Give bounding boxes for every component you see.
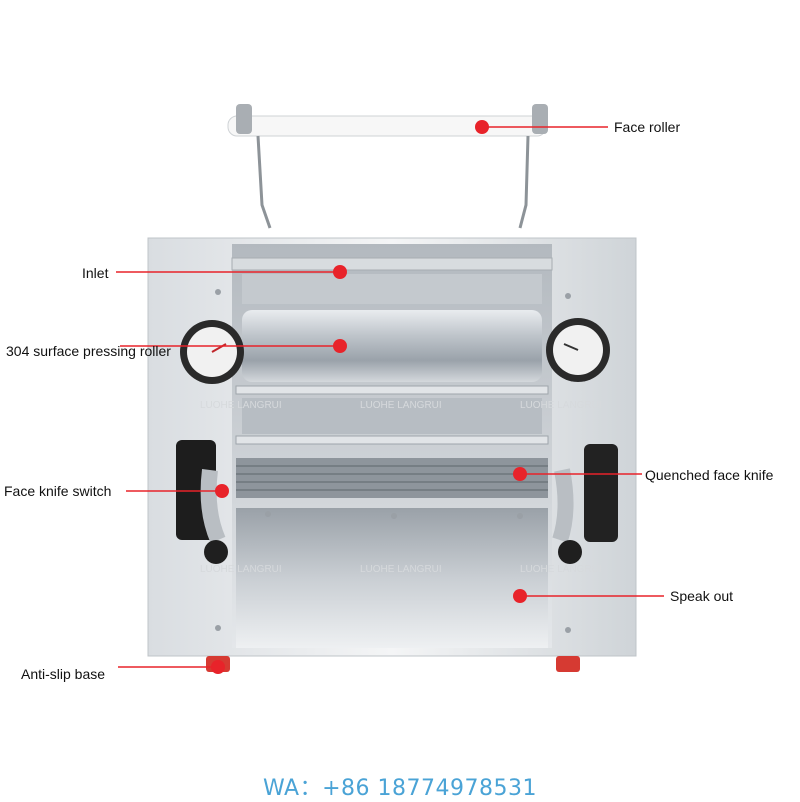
left-handwheel: [176, 440, 228, 564]
label-face-knife-switch: Face knife switch: [4, 483, 112, 499]
callout-dot: [513, 589, 527, 603]
label-inlet: Inlet: [82, 265, 109, 281]
machine-body: [147, 237, 637, 657]
watermark: LUOHE LANGRUI: [200, 564, 282, 575]
screws: [215, 289, 571, 633]
callout-dot: [211, 660, 225, 674]
label-quenched-face-knife: Quenched face knife: [645, 467, 774, 483]
watermark: LUOHE LANGRUI: [520, 564, 602, 575]
callout-dot: [215, 484, 229, 498]
anti-slip-feet: [206, 656, 580, 672]
callout-dot: [333, 265, 347, 279]
label-face-roller: Face roller: [614, 119, 681, 135]
right-gauge: [546, 318, 610, 382]
callout-marks: [116, 120, 664, 674]
contact-line: WA：+86 18774978531: [0, 770, 800, 802]
face-roller-part: [227, 104, 548, 229]
label-anti-slip-base: Anti-slip base: [21, 666, 106, 682]
contact-label: WA：: [263, 776, 323, 801]
callout-dot: [475, 120, 489, 134]
contact-number: +86 18774978531: [322, 776, 537, 801]
callout-dot: [513, 467, 527, 481]
right-handwheel: [552, 444, 618, 564]
watermark: LUOHE LANGRUI: [360, 564, 442, 575]
label-speak-out: Speak out: [670, 588, 734, 604]
label-surface-pressing-roller: 304 surface pressing roller: [6, 343, 171, 359]
watermark: LUOHE LANGRUI: [360, 400, 442, 411]
watermark: LUOHE LANGRUI: [520, 400, 602, 411]
left-gauge: [180, 320, 244, 384]
watermark: LUOHE LANGRUI: [200, 400, 282, 411]
callout-dot: [333, 339, 347, 353]
